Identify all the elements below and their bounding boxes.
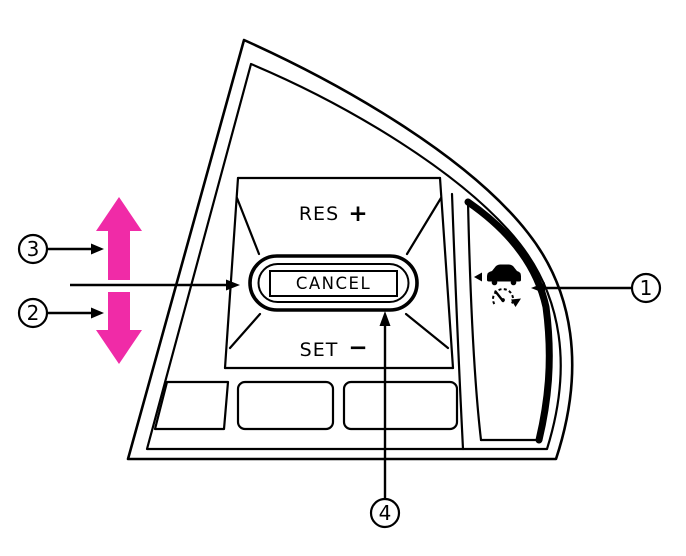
panel-separator-line	[450, 192, 465, 451]
icon-gauge-hub	[501, 298, 505, 302]
res-plus-button: RES +	[299, 201, 368, 227]
callout-1-circle	[630, 272, 662, 304]
blank-button-corner	[153, 380, 230, 431]
icon-front-arrow	[474, 272, 482, 282]
callout-3: 3	[17, 233, 104, 265]
button-cluster: RES + CANCEL SET −	[153, 176, 459, 431]
callout-1-number: 1	[640, 276, 653, 300]
callout-1-arrowhead	[531, 282, 545, 294]
cancel-button: CANCEL	[248, 254, 419, 312]
cluster-right-line	[438, 176, 455, 370]
callout-4-circle	[369, 497, 401, 529]
cancel-leader-arrowhead	[226, 279, 240, 291]
icon-gauge-arrow	[511, 298, 521, 307]
cluster-left-line	[223, 176, 240, 370]
blank-button-right	[342, 380, 459, 431]
icon-car-wheel-front	[491, 279, 498, 286]
callout-2-number: 2	[27, 301, 40, 325]
callout-4-number: 4	[379, 501, 392, 525]
icon-car-wheel-rear	[510, 279, 517, 286]
spoke-inner-outline	[145, 62, 562, 451]
diagonal-top-left	[235, 196, 261, 256]
cancel-leader	[70, 279, 240, 291]
callout-3-number: 3	[27, 237, 40, 261]
res-label: RES	[299, 203, 339, 225]
up-arrow	[96, 197, 142, 280]
callout-4: 4	[369, 311, 401, 529]
plus-sign: +	[348, 201, 367, 227]
cruise-control-icon	[474, 264, 521, 307]
icon-panel-thick-edge	[464, 198, 553, 444]
down-arrow	[96, 292, 142, 364]
cancel-label: CANCEL	[296, 274, 371, 293]
cruise-icon-panel	[464, 198, 553, 444]
callout-3-circle	[17, 233, 49, 265]
callout-1: 1	[531, 272, 662, 304]
blank-button-left	[236, 380, 335, 431]
diagonal-bottom-left	[228, 312, 262, 350]
set-label: SET	[300, 339, 339, 361]
set-minus-button: SET −	[300, 335, 368, 361]
callout-2-circle	[17, 297, 49, 329]
spoke-outer-outline	[126, 38, 574, 461]
callout-2-arrowhead	[91, 307, 104, 319]
rocker-direction-arrows	[96, 197, 142, 364]
steering-spoke-outline	[126, 38, 574, 461]
diagonal-bottom-right	[404, 312, 450, 350]
icon-panel-left-edge	[466, 200, 483, 442]
icon-car-body	[487, 264, 521, 282]
cancel-inner-pill	[257, 263, 410, 303]
callout-2: 2	[17, 297, 104, 329]
cancel-label-box	[269, 270, 398, 297]
diagonal-top-right	[405, 196, 443, 256]
callout-4-arrowhead	[379, 311, 391, 326]
callout-3-arrowhead	[91, 243, 104, 255]
minus-sign: −	[348, 335, 367, 361]
